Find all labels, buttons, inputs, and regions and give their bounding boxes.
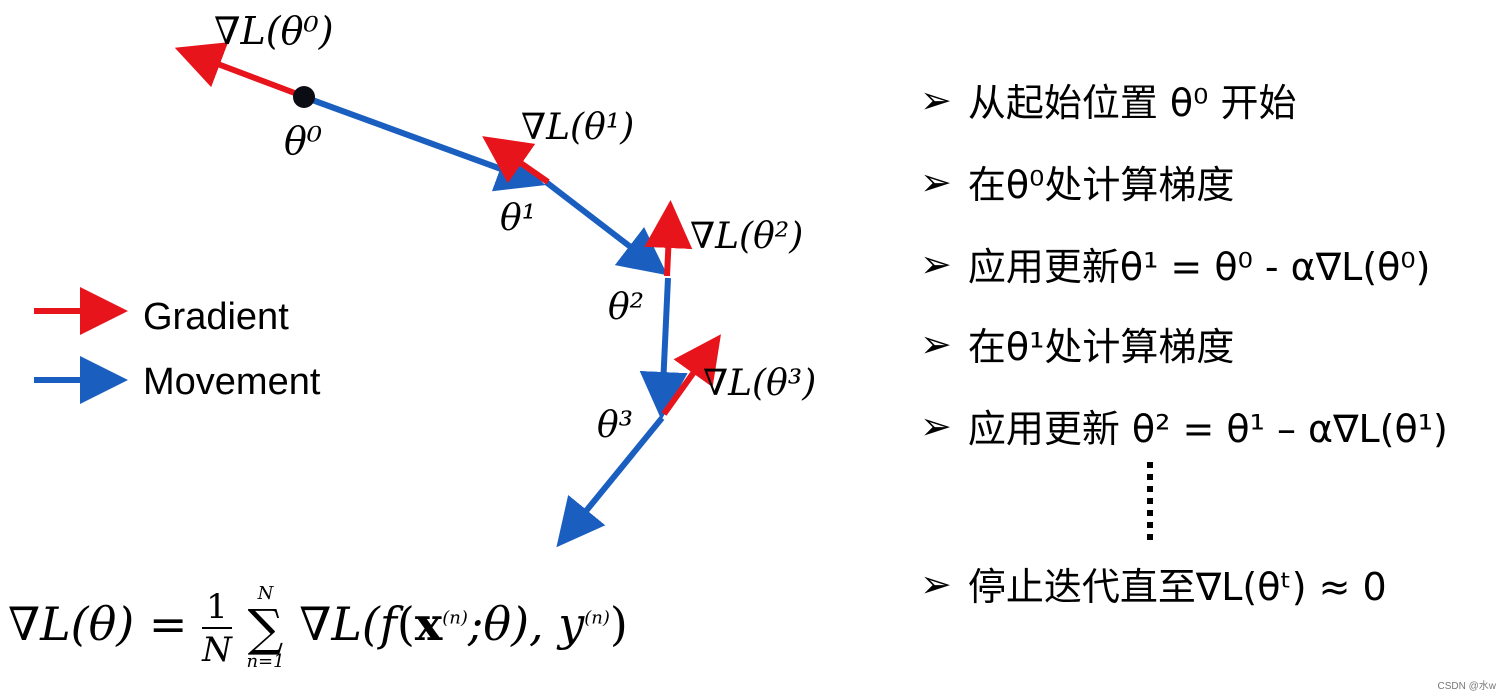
gradient-arrow-1 <box>482 136 550 185</box>
legend: Gradient Movement <box>34 287 321 404</box>
step-text: 应用更新 θ² = θ¹ – α∇L(θ¹) <box>967 407 1448 451</box>
gradient-arrow-3 <box>661 334 721 416</box>
formula-y: y <box>558 597 585 651</box>
formula-sum: N ∑ n=1 <box>246 585 284 671</box>
gradient-label-3: ∇L(θ³) <box>703 363 816 404</box>
step-text: 应用更新θ¹ = θ⁰ - α∇L(θ⁰) <box>967 245 1431 289</box>
bullet-arrow-icon: ➢ <box>920 561 952 606</box>
start-point <box>293 86 315 108</box>
bullet-arrow-icon: ➢ <box>920 321 952 366</box>
movement-arrow-3 <box>556 416 665 548</box>
step-item: ➢ 应用更新 θ² = θ¹ – α∇L(θ¹) <box>920 398 1448 453</box>
formula-f: f <box>379 597 397 651</box>
gradient-arrow-0 <box>174 42 302 98</box>
gradient-label-1: ∇L(θ¹) <box>521 107 634 148</box>
formula-x-superscript: (n) <box>442 607 468 629</box>
bullet-arrow-icon: ➢ <box>920 159 952 204</box>
bullet-arrow-icon: ➢ <box>920 241 952 286</box>
step-text: 在θ¹处计算梯度 <box>967 325 1235 369</box>
movement-arrow-0 <box>302 94 546 192</box>
formula-y-superscript: (n) <box>584 607 610 629</box>
sum-sign: ∑ <box>247 599 284 657</box>
step-item: ➢ 在θ¹处计算梯度 <box>920 316 1234 371</box>
formula-paren: ( <box>396 597 415 651</box>
step-item: ➢ 停止迭代直至∇L(θᵗ) ≈ 0 <box>920 556 1387 611</box>
step-text: 停止迭代直至∇L(θᵗ) ≈ 0 <box>967 565 1387 609</box>
legend-movement-label: Movement <box>143 361 321 403</box>
formula-equals: = <box>148 597 188 651</box>
formula-theta-part: ;θ), <box>467 597 559 651</box>
theta-label-0: θ⁰ <box>284 119 322 163</box>
step-item: ➢ 在θ⁰处计算梯度 <box>920 154 1234 209</box>
formula-fraction: 1 N <box>202 590 232 667</box>
formula-x: x <box>414 597 443 651</box>
theta-label-1: θ¹ <box>500 198 536 239</box>
formula-close: ) <box>609 597 628 651</box>
fraction-denominator: N <box>202 629 232 670</box>
theta-label-3: θ³ <box>597 405 633 446</box>
formula-lhs: ∇L(θ) <box>8 597 135 651</box>
sum-upper-limit: N <box>257 583 274 604</box>
step-item: ➢ 应用更新θ¹ = θ⁰ - α∇L(θ⁰) <box>920 236 1430 291</box>
movement-arrow-2 <box>639 277 688 420</box>
step-text: 在θ⁰处计算梯度 <box>967 163 1235 207</box>
watermark: CSDN @水w <box>1437 681 1497 692</box>
legend-gradient-label: Gradient <box>143 296 289 338</box>
step-item: ➢ 从起始位置 θ⁰ 开始 <box>920 72 1297 127</box>
theta-label-2: θ² <box>608 287 644 328</box>
gradient-formula: ∇L(θ) = 1 N N ∑ n=1 ∇L(f(x(n);θ), y(n)) <box>8 585 628 671</box>
bullet-arrow-icon: ➢ <box>920 403 952 448</box>
vertical-ellipsis <box>1147 462 1153 540</box>
gradient-arrow-2 <box>644 200 693 277</box>
formula-rhs: ∇L( <box>299 597 380 651</box>
gradient-label-2: ∇L(θ²) <box>690 216 803 257</box>
bullet-arrow-icon: ➢ <box>920 77 952 122</box>
step-text: 从起始位置 θ⁰ 开始 <box>967 81 1297 125</box>
gradient-label-0: ∇L(θ⁰) <box>214 9 334 53</box>
sum-lower-limit: n=1 <box>246 651 285 672</box>
movement-arrow-1 <box>544 179 668 276</box>
fraction-numerator: 1 <box>202 590 232 629</box>
